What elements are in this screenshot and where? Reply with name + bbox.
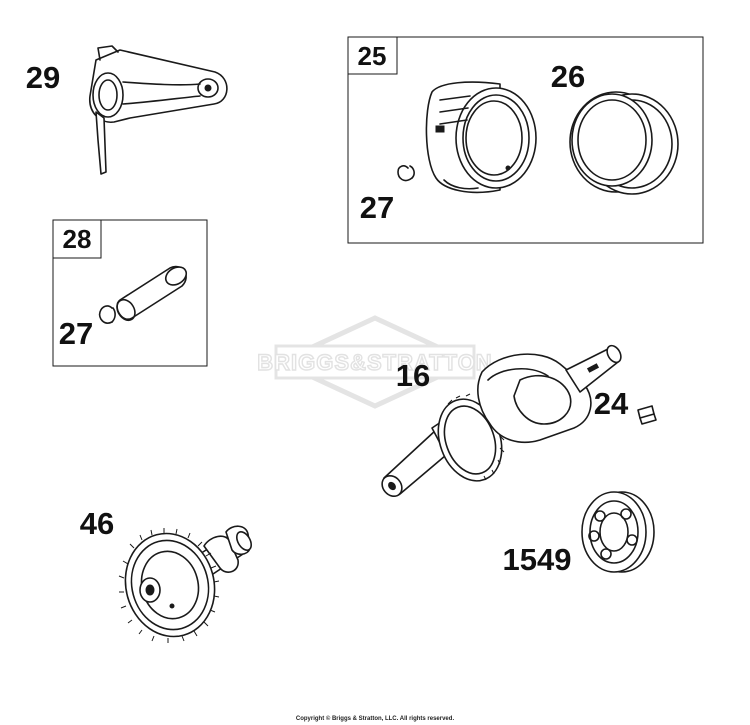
callout-29[interactable]: 29 (26, 60, 60, 95)
piston-rings-part[interactable] (569, 91, 679, 195)
group-label-25: 25 (358, 41, 387, 71)
callout-16[interactable]: 16 (396, 358, 430, 393)
piston-part[interactable] (425, 81, 537, 194)
connecting-rod-part[interactable] (89, 45, 228, 175)
pin-retainer-clip-part[interactable] (98, 305, 116, 324)
group-box-piston-assembly[interactable]: 25 (347, 36, 704, 244)
watermark-text: BRIGGS&STRATTON (257, 350, 492, 375)
callout-27-piston[interactable]: 27 (360, 190, 394, 225)
key-part[interactable] (637, 405, 657, 425)
piston-pin-part[interactable] (113, 263, 189, 323)
callout-46[interactable]: 46 (80, 506, 114, 541)
piston-retainer-clip-part[interactable] (397, 165, 415, 182)
briggs-stratton-watermark: BRIGGS&STRATTON (257, 315, 492, 409)
callout-27-pin[interactable]: 27 (59, 316, 93, 351)
callout-1549[interactable]: 1549 (503, 542, 572, 577)
callout-24[interactable]: 24 (594, 386, 629, 421)
bearing-part[interactable] (581, 491, 655, 573)
copyright-notice: Copyright © Briggs & Stratton, LLC. All … (296, 715, 455, 722)
callout-26[interactable]: 26 (551, 59, 585, 94)
group-label-28: 28 (63, 224, 92, 254)
group-box-piston-pin-assembly[interactable]: 28 (52, 219, 208, 367)
camshaft-part[interactable] (114, 523, 254, 646)
crankshaft-part[interactable] (378, 343, 624, 500)
